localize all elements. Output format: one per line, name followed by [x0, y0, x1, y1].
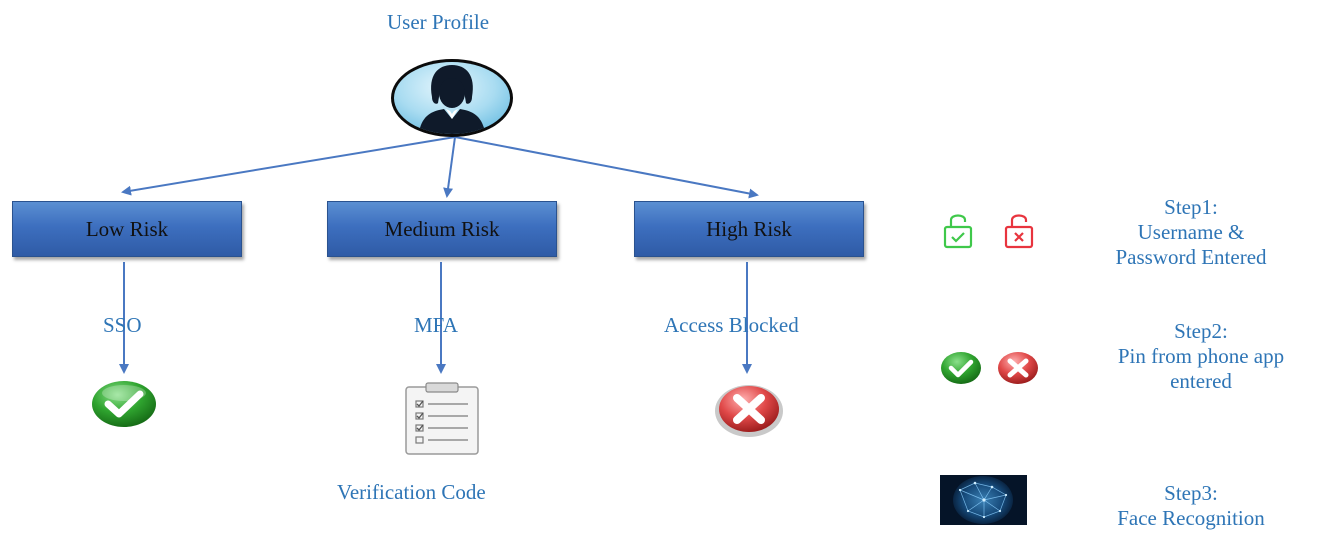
step2-line-pin: Pin from phone app — [1117, 343, 1285, 368]
step3-title: Step3: — [1164, 481, 1218, 505]
face-scan-icon — [940, 475, 1027, 525]
step2-title: Step2: — [1174, 319, 1228, 343]
unlock-check-icon — [943, 214, 973, 249]
step2-green-check-icon — [941, 352, 981, 384]
step1-title: Step1: — [1164, 195, 1218, 219]
user-profile-label: User Profile — [387, 10, 490, 34]
low-risk-label: Low Risk — [85, 216, 169, 241]
unlock-x-icon — [1004, 214, 1034, 249]
blocked-red-x-icon — [715, 385, 783, 437]
step1-text: Step1: Username & Password Entered — [1061, 195, 1317, 269]
step2-red-x-icon — [998, 352, 1038, 384]
user-avatar-icon — [391, 59, 513, 137]
sso-green-check-icon — [92, 381, 156, 427]
step2-text: Step2: Pin from phone app entered — [1071, 319, 1317, 393]
step1-line-password: Password Entered — [1115, 244, 1267, 269]
mfa-clipboard-checklist-icon — [405, 382, 479, 455]
step1-line-username: Username & — [1137, 219, 1245, 244]
medium-risk-label: Medium Risk — [384, 216, 500, 241]
step3-line-face: Face Recognition — [1117, 505, 1265, 530]
access-blocked-label: Access Blocked — [664, 313, 799, 337]
high-risk-box: High Risk — [634, 201, 864, 257]
mfa-label: MFA — [414, 313, 458, 337]
step2-line-entered: entered — [1170, 368, 1232, 393]
sso-label: SSO — [103, 313, 142, 337]
high-risk-label: High Risk — [706, 216, 792, 241]
verification-code-label: Verification Code — [337, 480, 486, 504]
arrow-to-low-risk — [121, 136, 456, 196]
low-risk-box: Low Risk — [12, 201, 242, 257]
arrow-to-high-risk — [454, 136, 759, 199]
medium-risk-box: Medium Risk — [327, 201, 557, 257]
step3-text: Step3: Face Recognition — [1061, 481, 1317, 531]
arrow-to-medium-risk — [443, 136, 456, 198]
